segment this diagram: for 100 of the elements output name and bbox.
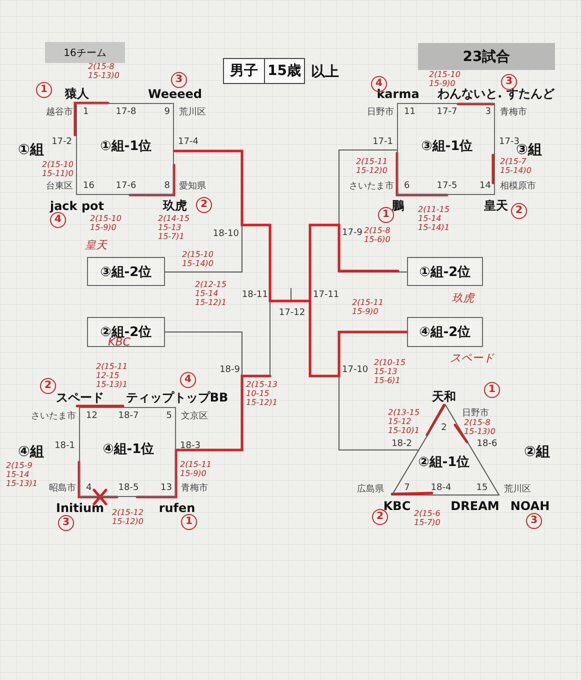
handwritten-score: 2(15-7 15-14)0 <box>500 157 532 175</box>
team-name: 玖虎 <box>163 198 187 214</box>
team-name: Weeeed <box>148 87 202 101</box>
circled-rank: 3 <box>58 515 74 531</box>
handwritten-score: 2(15-13 10-15 15-12)1 <box>246 380 278 407</box>
city-name: 広島県 <box>357 483 384 496</box>
match-number: 3 <box>485 107 491 117</box>
city-name: 荒川区 <box>504 483 531 496</box>
handwritten-note: 玖虎 <box>452 290 474 306</box>
team-count-box <box>45 42 125 63</box>
city-name: 日野市 <box>367 106 394 118</box>
match-number: 17-4 <box>178 137 198 147</box>
handwritten-score: 2(15-8 15-13)0 <box>464 418 496 436</box>
match-number: 18-3 <box>180 441 200 451</box>
seed-box <box>87 317 165 347</box>
team-name: NOAH <box>510 499 550 513</box>
seed-box <box>407 317 483 347</box>
team-name: 皇天 <box>484 198 508 214</box>
handwritten-score: 2(14-15 15-13 15-7)1 <box>158 214 190 241</box>
category-text: 15歳 <box>264 59 304 83</box>
city-name: 越谷市 <box>46 106 73 118</box>
group-title: ③組-1位 <box>421 138 473 155</box>
match-number: 18-2 <box>392 439 412 449</box>
handwritten-score: 2(15-10 15-9)0 <box>90 214 122 232</box>
match-number: 17-6 <box>116 181 136 191</box>
circled-rank: 4 <box>50 212 66 228</box>
city-name: 文京区 <box>181 410 208 422</box>
handwritten-score: 2(15-8 15-13)0 <box>88 62 120 80</box>
match-number: 15 <box>476 483 488 493</box>
match-number: 9 <box>164 107 170 117</box>
box-label: ③組-2位 <box>100 264 152 280</box>
handwritten-score: 2(15-10 15-11)0 <box>42 160 74 178</box>
city-name: 台東区 <box>46 180 73 192</box>
city-name: 青梅市 <box>500 106 527 118</box>
handwritten-score: 2(12-15 15-14 15-12)1 <box>195 280 228 307</box>
handwritten-score: 2(15-11 12-15 15-13)1 <box>96 362 128 389</box>
circled-rank: 2 <box>372 509 388 525</box>
handwritten-score: 2(15-12 15-12)0 <box>112 508 144 526</box>
handwritten-score: 2(15-11 15-9)0 <box>352 298 384 316</box>
city-name: さいたま市 <box>349 180 394 192</box>
city-name: 愛知県 <box>179 180 206 192</box>
handwritten-score: 2(15-10 15-9)0 <box>429 70 462 88</box>
group-label: ④組 <box>18 443 44 461</box>
match-number: 14 <box>480 181 491 191</box>
group-label: ①組 <box>18 141 44 159</box>
circled-rank: 4 <box>180 372 196 388</box>
circled-rank: 2 <box>511 203 527 219</box>
match-count-box <box>418 43 555 70</box>
match-number: 16 <box>83 181 94 191</box>
handwritten-score: 2(11-15 15-14 15-14)1 <box>418 205 450 232</box>
team-name: 天和 <box>432 388 456 406</box>
city-name: 相模原市 <box>500 180 536 192</box>
match-number: 2 <box>441 423 447 433</box>
team-name: ティップトップBB <box>126 390 228 406</box>
match-number: 18-7 <box>118 411 139 421</box>
match-number: 17-2 <box>52 137 72 147</box>
match-code: 17-9 <box>342 228 362 238</box>
group-title: ①組-1位 <box>100 138 152 155</box>
circled-rank: 3 <box>501 74 517 90</box>
city-name: 日野市 <box>462 407 489 418</box>
match-code: 17-12 <box>278 308 306 318</box>
handwritten-score: 2(15-10 15-14)0 <box>182 250 214 268</box>
handwritten-score: 2(15-11 15-12)0 <box>356 157 388 175</box>
handwritten-note: KBC <box>108 336 130 348</box>
circled-rank: 2 <box>196 197 212 213</box>
match-number: 17-1 <box>372 137 393 147</box>
box-label: ④組-2位 <box>419 324 471 341</box>
team-name: スペード <box>56 390 104 406</box>
match-number: 18-6 <box>476 439 498 449</box>
match-number: 18-1 <box>54 441 75 451</box>
handwritten-note: 皇天 <box>85 238 107 252</box>
match-number: 17-5 <box>436 181 458 191</box>
city-name: 昭島市 <box>49 482 76 494</box>
seed-box <box>87 257 165 286</box>
handwritten-score: 2(15-9 15-14 15-13)1 <box>6 461 38 488</box>
handwritten-score: 2(15-8 15-6)0 <box>364 226 392 244</box>
seed-box <box>407 257 483 286</box>
team-name: 鵬 <box>392 198 404 214</box>
match-code: 18-11 <box>242 290 268 300</box>
match-number: 7 <box>404 483 410 493</box>
match-code: 17-10 <box>342 365 368 375</box>
circled-rank: 3 <box>171 72 187 88</box>
city-name: 青梅市 <box>181 482 208 494</box>
circled-rank: 1 <box>36 82 52 98</box>
age-label: 以上 <box>311 63 339 81</box>
match-number: 11 <box>404 107 416 117</box>
group-title: ②組-1位 <box>418 454 470 471</box>
box-label: 16チーム <box>64 46 106 60</box>
category-text: 男子 <box>228 62 259 81</box>
circled-rank: 3 <box>526 513 542 529</box>
match-number: 6 <box>404 181 410 191</box>
team-name: 猿人 <box>65 86 89 102</box>
team-name: DREAM <box>450 499 500 513</box>
match-number: 12 <box>86 411 98 421</box>
match-number: 17-7 <box>436 107 458 117</box>
match-number: 18-5 <box>118 483 139 493</box>
match-number: 4 <box>86 483 92 493</box>
handwritten-score: 2(15-11 15-9)0 <box>180 460 212 478</box>
box-label: 23試合 <box>462 48 510 66</box>
handwritten-note: スペード <box>450 350 494 366</box>
